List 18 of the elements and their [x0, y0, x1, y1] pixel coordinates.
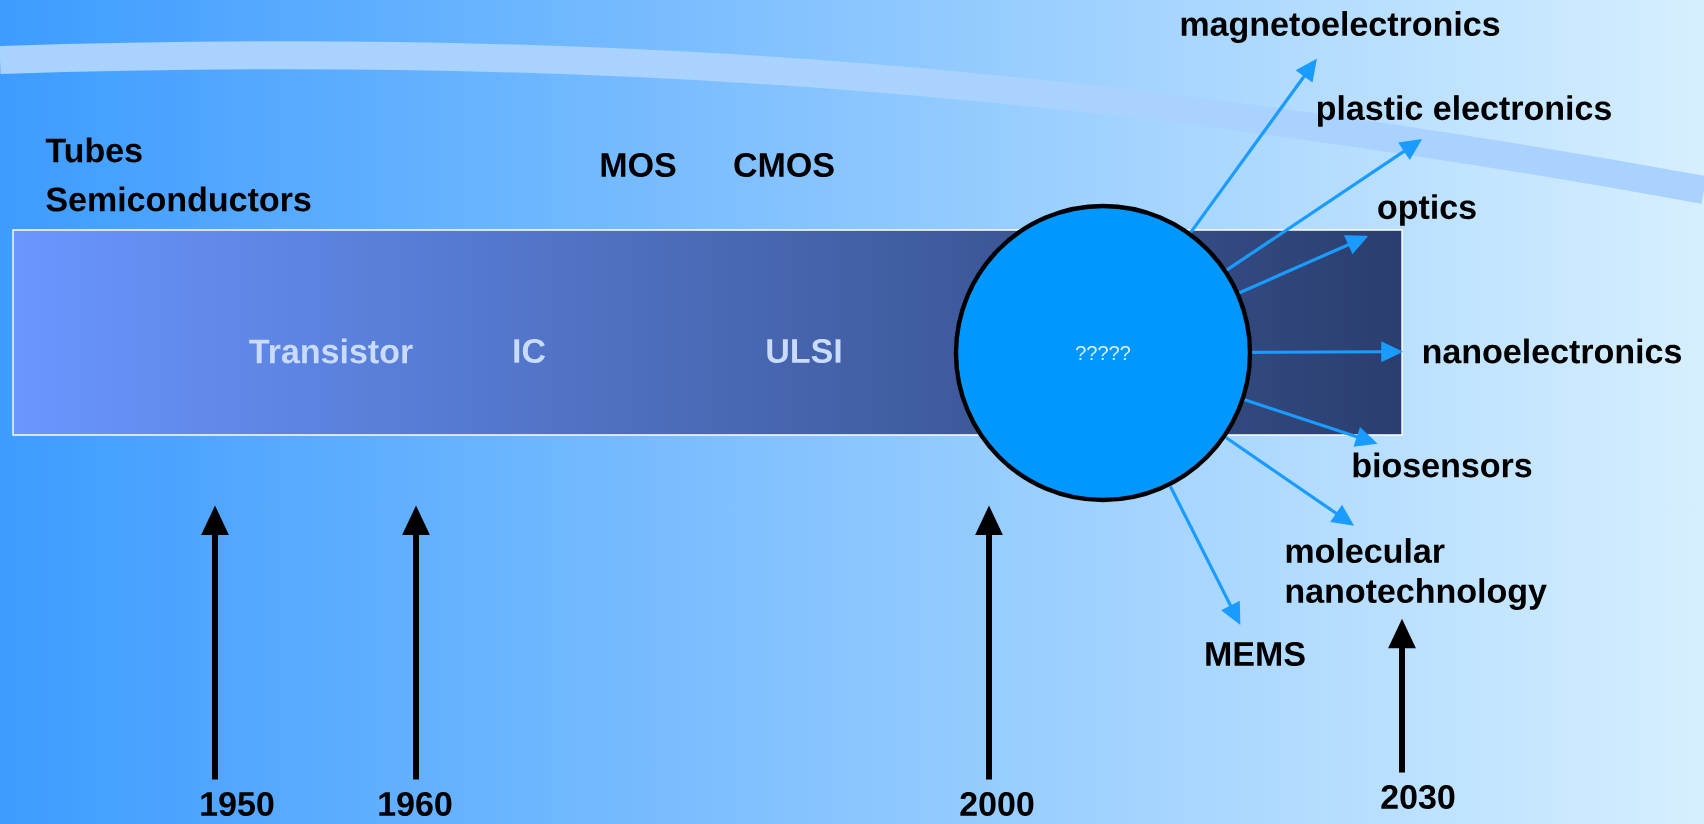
- era-label: CMOS: [734, 152, 834, 178]
- technology-label: magnetoelectronics: [1181, 11, 1500, 43]
- year-label: 1960: [379, 791, 452, 817]
- era-label: IC: [514, 338, 546, 364]
- year-label: 2030: [1381, 784, 1455, 810]
- era-label: Tubes: [45, 137, 142, 163]
- era-label: MOS: [601, 152, 676, 178]
- era-label: Transistor: [249, 338, 413, 364]
- year-label: 1950: [201, 791, 274, 817]
- era-label: ULSI: [767, 338, 841, 364]
- technology-label: plastic electronics: [1317, 95, 1611, 127]
- technology-label: molecular nanotechnology: [1286, 538, 1547, 610]
- era-label: Semiconductors: [46, 186, 311, 212]
- technology-label: nanoelectronics: [1423, 338, 1681, 364]
- technology-label: biosensors: [1353, 452, 1532, 478]
- technology-label: optics: [1378, 194, 1476, 226]
- year-label: 2000: [960, 791, 1034, 817]
- technology-label: MEMS: [1206, 641, 1305, 667]
